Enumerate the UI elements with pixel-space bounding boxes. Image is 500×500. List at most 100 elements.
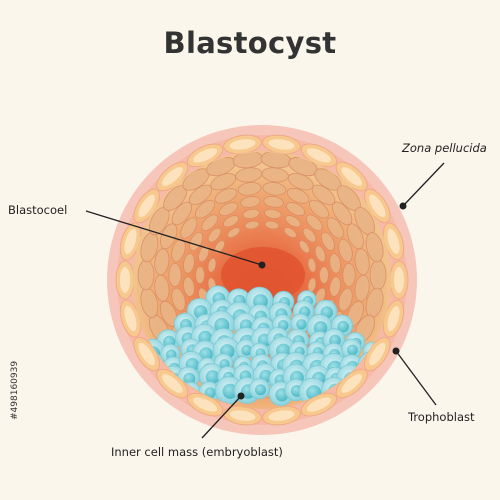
tunnel-cell (240, 196, 261, 208)
icm-cell-nucleus (199, 347, 213, 362)
tunnel-cell (137, 259, 155, 291)
trophoblast-cell-nucleus (138, 194, 155, 218)
tunnel-cell (214, 240, 226, 254)
inner-cell-mass-label: Inner cell mass (embryoblast) (111, 445, 283, 459)
tunnel-cell-body (307, 257, 317, 273)
tunnel-cell-body (286, 202, 306, 217)
tunnel-cell (308, 199, 330, 219)
tunnel-cell-body (320, 231, 335, 251)
icm-cell (248, 378, 270, 400)
trophoblast-cell-nucleus (268, 139, 295, 150)
tunnel-cell-body (195, 266, 205, 284)
trophoblast-cell-nucleus (369, 342, 386, 366)
icm-cell-nucleus (115, 377, 125, 387)
tunnel-cell-body (298, 240, 310, 254)
tunnel-cell-body (240, 196, 261, 208)
inner-cell-mass (94, 285, 407, 407)
icm-cell-nucleus (296, 319, 307, 330)
tunnel-cell-body (207, 227, 222, 243)
blastocoel-pointer (85, 210, 263, 266)
tunnel-cell-body (214, 240, 226, 254)
tunnel-cell-body (319, 266, 329, 284)
stock-id: #498160939 (10, 360, 20, 420)
inner-cell-mass-pointer (201, 395, 242, 439)
icm-cell-nucleus (100, 386, 112, 398)
tunnel-cell-body (338, 238, 353, 263)
tunnel-cell-body (214, 188, 238, 204)
tunnel-cell (283, 227, 297, 239)
icm-cell-body (94, 380, 117, 403)
tunnel-cell (262, 182, 287, 196)
trophoblast-cell (223, 405, 262, 426)
tunnel-cell (227, 227, 241, 239)
tunnel-cell-body (365, 232, 384, 263)
tunnel-cell (195, 266, 205, 284)
tunnel-cell (298, 240, 310, 254)
trophoblast-cells (115, 134, 409, 426)
icm-cell-nucleus (395, 388, 407, 400)
icm-cell (341, 338, 362, 360)
tunnel-cell (183, 253, 195, 274)
icm-cell-nucleus (205, 370, 220, 384)
tunnel-cell (329, 276, 341, 297)
icm-cell-nucleus (347, 344, 358, 356)
trophoblast-cell-nucleus (229, 410, 256, 421)
tunnel-cell-body (329, 253, 341, 274)
tunnel-cell (201, 214, 219, 232)
trophoblast-cell-nucleus (341, 167, 363, 186)
trophoblast-cell (389, 260, 409, 300)
trophoblast-cell-nucleus (193, 397, 218, 412)
tunnel-cell (320, 231, 335, 251)
trophoblast-cell-nucleus (306, 397, 331, 412)
tunnel-cell (286, 202, 306, 217)
trophoblast-cell (382, 222, 405, 261)
icm-cell (114, 381, 133, 400)
icm-cell-nucleus (378, 385, 390, 399)
trophoblast-cell (364, 336, 391, 372)
tunnel-cell-body (242, 208, 260, 219)
tunnel-cell-body (305, 214, 323, 232)
trophoblast-cell (115, 260, 135, 300)
tunnel-cell (264, 208, 282, 219)
trophoblast-cell-nucleus (193, 148, 218, 163)
tunnel-cell (369, 259, 387, 291)
trophoblast-pointer (395, 350, 437, 406)
tunnel-cell (171, 287, 186, 312)
trophoblast-cell (262, 134, 301, 155)
icm-cell-body (388, 381, 390, 405)
tunnel-cell-body (342, 262, 356, 288)
trophoblast-cell-nucleus (387, 306, 400, 332)
tunnel-cell (342, 262, 356, 288)
trophoblast-cell (335, 161, 368, 192)
icm-cell (94, 380, 117, 403)
tunnel-cell (237, 182, 262, 196)
icm-cell-nucleus (204, 387, 216, 399)
tunnel-cell-body (218, 202, 238, 217)
tunnel-cell-body (171, 238, 186, 263)
tunnel-cell (338, 287, 353, 312)
trophoblast-cell-nucleus (341, 374, 363, 393)
tunnel-cell (305, 214, 323, 232)
trophoblast-cell-nucleus (161, 374, 183, 393)
tunnel-cell (207, 227, 222, 243)
tunnel-cell (222, 215, 240, 228)
tunnel-cell-body (314, 245, 326, 263)
tunnel-cell-body (283, 227, 297, 239)
tunnel-cell (207, 257, 217, 273)
tunnel-cell (284, 215, 302, 228)
icm-cell-nucleus (241, 344, 253, 356)
tunnel-cell-body (262, 182, 287, 196)
tunnel-cell (180, 217, 198, 239)
tunnel-cell-body (326, 217, 344, 239)
tunnel-cell (242, 208, 260, 219)
tunnel-cell (194, 199, 216, 219)
tunnel-cell (244, 220, 260, 230)
zona-pellucida-pointer-dot (399, 202, 407, 210)
tunnel-cell-body (183, 276, 195, 297)
tunnel-cell (365, 232, 384, 263)
tunnel-cell-body (284, 215, 302, 228)
tunnel-cell (264, 220, 280, 230)
trophoblast-cell-nucleus (387, 228, 400, 254)
trophoblast-cell-nucleus (161, 167, 183, 186)
